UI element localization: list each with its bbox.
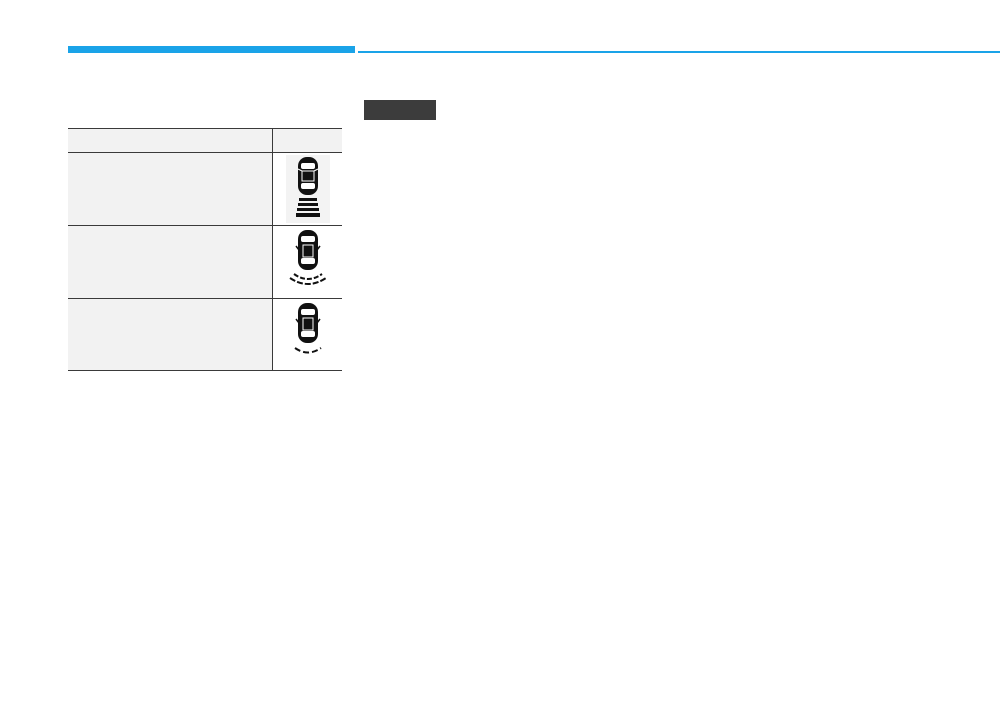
table-header — [68, 128, 342, 153]
header-cell-indicator — [273, 129, 342, 152]
table-row — [68, 153, 342, 226]
header-rule — [358, 51, 1000, 53]
parking-sensor-rear-center-icon — [286, 301, 330, 369]
row-label — [68, 153, 273, 225]
parking-sensor-rear-corners-icon — [286, 228, 330, 296]
row-label — [68, 299, 273, 370]
table-row — [68, 226, 342, 299]
table-row — [68, 299, 342, 371]
row-label — [68, 226, 273, 298]
header-cell-description — [68, 129, 273, 152]
parking-sensor-rear-full-icon — [285, 155, 330, 223]
section-header-bar — [68, 46, 355, 53]
sensor-indicator-table — [68, 128, 342, 371]
section-badge — [364, 100, 436, 120]
